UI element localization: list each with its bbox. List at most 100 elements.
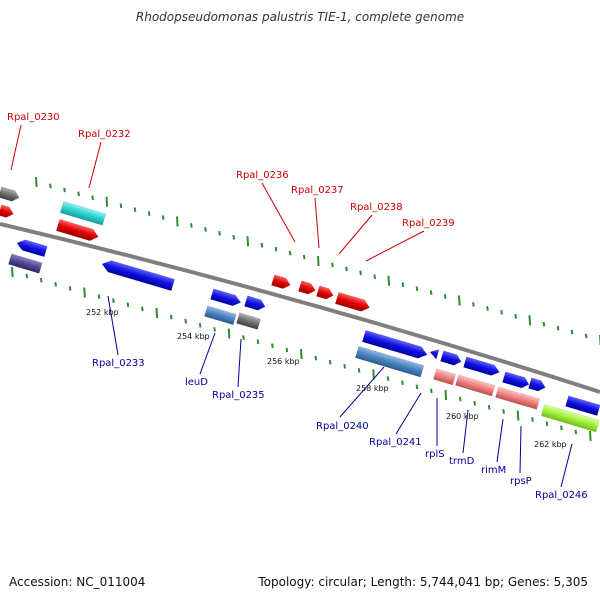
leader-line bbox=[496, 418, 504, 463]
gene-label[interactable]: Rpal_0236 bbox=[236, 170, 289, 181]
gene-label[interactable]: leuD bbox=[185, 377, 208, 388]
scale-label: 256 kbp bbox=[267, 357, 300, 366]
gene-arrow[interactable] bbox=[59, 200, 107, 226]
gene-label[interactable]: Rpal_0241 bbox=[369, 437, 422, 448]
gene-arrow[interactable] bbox=[463, 356, 501, 378]
tick-mark bbox=[147, 211, 151, 216]
gene-label[interactable]: Rpal_0233 bbox=[92, 358, 145, 369]
gene-arrow[interactable] bbox=[55, 218, 100, 242]
tick-mark bbox=[184, 318, 187, 324]
leader-line bbox=[395, 392, 422, 435]
gene-label[interactable]: Rpal_0237 bbox=[291, 185, 344, 196]
gene-arrow[interactable] bbox=[8, 253, 43, 274]
gene-arrow[interactable] bbox=[334, 291, 371, 313]
tick-mark bbox=[260, 242, 264, 248]
tick-mark bbox=[458, 295, 461, 306]
gene-arrow[interactable] bbox=[298, 280, 316, 296]
tick-mark bbox=[444, 389, 448, 401]
scale-label: 254 kbp bbox=[177, 332, 210, 341]
tick-mark bbox=[302, 254, 306, 260]
gene-arrow[interactable] bbox=[565, 395, 600, 416]
topology-summary: Topology: circular; Length: 5,744,041 bp… bbox=[258, 575, 588, 589]
tick-mark bbox=[119, 203, 123, 209]
tick-mark bbox=[589, 430, 592, 442]
gene-label[interactable]: Rpal_0235 bbox=[212, 390, 265, 401]
gene-arrow[interactable] bbox=[236, 312, 261, 330]
gene-arrow[interactable] bbox=[540, 403, 600, 433]
gene-arrow[interactable] bbox=[316, 285, 334, 301]
gene-arrow[interactable] bbox=[100, 258, 175, 292]
tick-mark bbox=[584, 333, 588, 339]
tick-mark bbox=[288, 250, 292, 256]
gene-arrow[interactable] bbox=[495, 386, 524, 405]
scale-labels: 252 kbp 254 kbp 256 kbp 258 kbp 260 kbp … bbox=[86, 308, 567, 449]
gene-arrow[interactable] bbox=[519, 393, 541, 410]
gene-label[interactable]: Rpal_0246 bbox=[535, 490, 588, 501]
gene-label[interactable]: Rpal_0240 bbox=[316, 421, 369, 432]
tick-mark bbox=[49, 183, 52, 189]
gene-arrow[interactable] bbox=[429, 347, 440, 360]
tick-mark bbox=[105, 196, 109, 207]
leader-line bbox=[560, 443, 573, 488]
gene-arrow[interactable] bbox=[244, 295, 266, 312]
tick-mark bbox=[77, 191, 80, 197]
tick-mark bbox=[386, 376, 390, 381]
tick-mark bbox=[68, 286, 72, 291]
gene-label[interactable]: Rpal_0232 bbox=[78, 129, 131, 140]
gene-label[interactable]: rpsP bbox=[510, 476, 532, 487]
tick-mark bbox=[83, 287, 86, 298]
tick-mark bbox=[345, 266, 348, 272]
tick-mark bbox=[190, 223, 193, 228]
tick-mark bbox=[91, 195, 94, 201]
tick-mark bbox=[176, 216, 179, 227]
tick-mark bbox=[502, 409, 505, 414]
tick-mark bbox=[242, 335, 245, 340]
gene-arrow[interactable] bbox=[455, 374, 496, 397]
tick-mark bbox=[112, 298, 115, 304]
tick-mark bbox=[387, 275, 391, 286]
gene-arrow[interactable] bbox=[354, 345, 425, 378]
tick-mark bbox=[357, 368, 361, 373]
gene-arrow[interactable] bbox=[210, 288, 242, 308]
tick-mark bbox=[343, 363, 346, 369]
gene-label[interactable]: trmD bbox=[449, 456, 475, 467]
leader-line bbox=[462, 409, 469, 454]
gene-arrow[interactable] bbox=[15, 238, 48, 258]
tick-mark bbox=[227, 328, 231, 339]
gene-arrow[interactable] bbox=[440, 350, 462, 367]
gene-arrow[interactable] bbox=[0, 186, 21, 203]
tick-mark bbox=[126, 302, 130, 308]
tick-mark bbox=[274, 246, 278, 252]
gene-label[interactable]: Rpal_0238 bbox=[350, 202, 403, 213]
tick-mark bbox=[198, 322, 202, 328]
tick-mark bbox=[314, 355, 318, 361]
leader-line bbox=[107, 295, 119, 356]
tick-mark bbox=[473, 400, 476, 406]
gene-arrow[interactable] bbox=[271, 274, 291, 291]
tick-mark bbox=[472, 302, 475, 307]
gene-arrow[interactable] bbox=[204, 305, 237, 326]
gene-arrow[interactable] bbox=[528, 377, 546, 393]
gene-label[interactable]: rplS bbox=[425, 449, 445, 460]
tick-mark bbox=[246, 236, 250, 247]
gene-arrow[interactable] bbox=[361, 329, 429, 360]
scale-label: 262 kbp bbox=[534, 440, 567, 449]
map-title: Rhodopseudomonas palustris TIE-1, comple… bbox=[135, 10, 465, 24]
gene-label[interactable]: Rpal_0239 bbox=[402, 218, 455, 229]
tick-mark bbox=[556, 325, 560, 331]
tick-mark bbox=[271, 343, 274, 349]
tick-mark bbox=[11, 266, 14, 278]
tick-mark bbox=[570, 329, 574, 335]
genome-backbone bbox=[0, 222, 600, 394]
tick-mark bbox=[141, 306, 144, 312]
gene-arrow[interactable] bbox=[502, 371, 530, 390]
gene-arrow[interactable] bbox=[433, 368, 457, 386]
gene-labels: Rpal_0230 Rpal_0232 Rpal_0236 Rpal_0237 … bbox=[7, 112, 588, 501]
tick-mark bbox=[514, 313, 517, 319]
gene-label[interactable]: Rpal_0230 bbox=[7, 112, 60, 123]
gene-label[interactable]: rimM bbox=[481, 465, 506, 476]
gene-arrow[interactable] bbox=[0, 204, 15, 220]
tick-mark bbox=[516, 410, 520, 421]
tick-mark bbox=[359, 270, 362, 276]
